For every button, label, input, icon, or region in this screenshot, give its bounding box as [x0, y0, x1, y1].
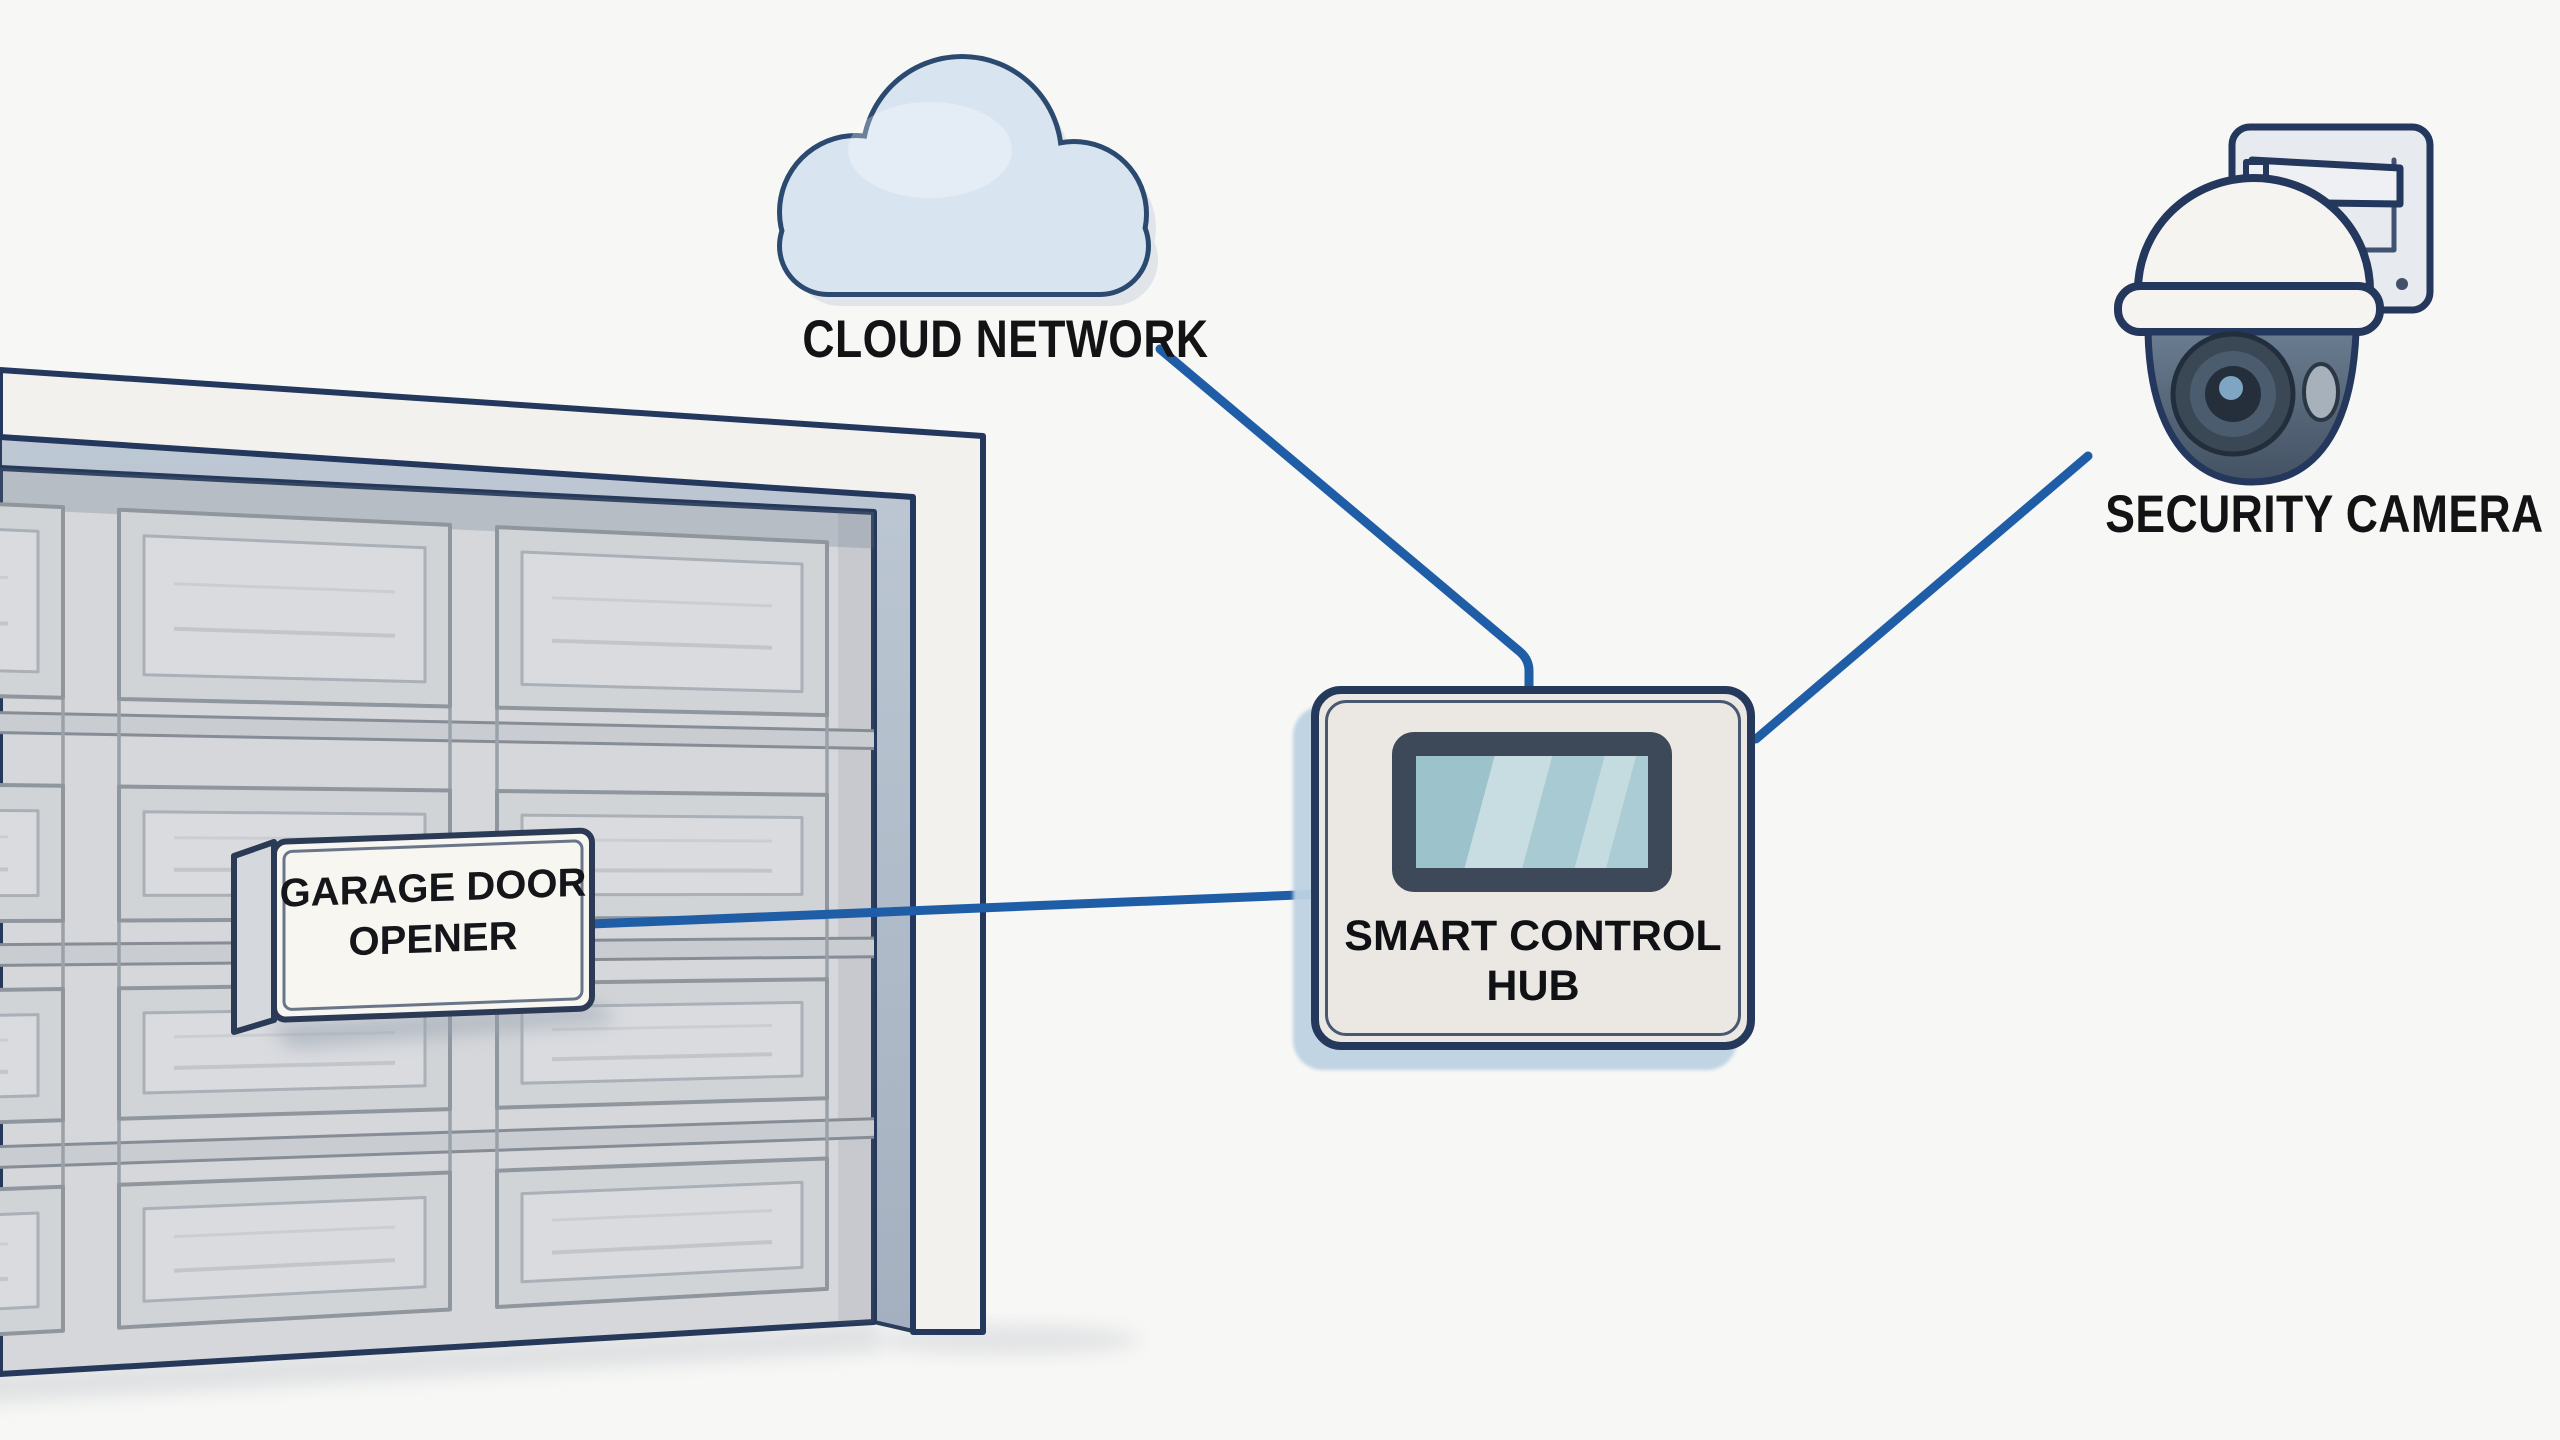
garage-door-opener-label: GARAGE DOOR OPENER	[279, 860, 587, 965]
garage-door-opener-sign	[231, 827, 616, 1048]
camera-lens-glint	[2219, 376, 2243, 400]
cloud-network-label: CLOUD NETWORK	[802, 310, 1209, 369]
sign-inner-line	[282, 839, 584, 1011]
sign-side-face	[231, 839, 277, 1035]
connection-opener-hub	[586, 889, 1327, 929]
camera-ir-sensor	[2302, 362, 2340, 422]
security-camera-label: SECURITY CAMERA	[2105, 485, 2544, 544]
camera-mount-screw	[2396, 278, 2408, 290]
camera-dome-top	[2134, 174, 2374, 294]
camera-brim	[2114, 282, 2384, 336]
connection-lines	[586, 344, 2093, 929]
hub-screen	[1392, 732, 1672, 892]
cloud-icon	[777, 54, 1158, 306]
sign-shadow	[268, 1004, 616, 1048]
smart-control-hub-label: SMART CONTROL HUB	[1344, 912, 1722, 1010]
connection-camera-hub	[1751, 451, 2093, 744]
smart-control-hub: SMART CONTROL HUB	[1311, 686, 1755, 1050]
connection-cloud-hub	[1155, 344, 1534, 705]
security-camera-icon	[2114, 123, 2434, 486]
garage-door-frame	[0, 367, 986, 1335]
sign-face	[271, 827, 595, 1023]
